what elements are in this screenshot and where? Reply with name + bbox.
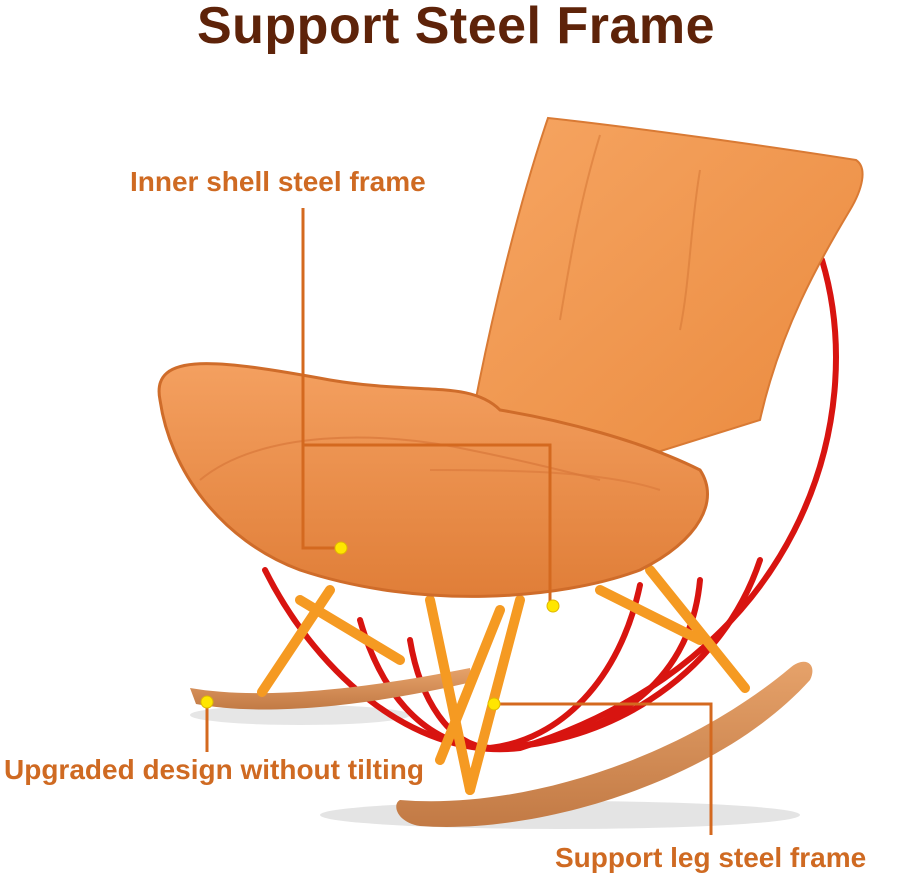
callout-line-inner-frame — [303, 443, 552, 605]
callout-lines — [205, 208, 713, 835]
chair-backrest — [468, 116, 864, 472]
callout-label-support-leg: Support leg steel frame — [555, 842, 867, 873]
callout-dot-upgraded — [200, 695, 214, 709]
chair-seat-shell — [157, 362, 709, 598]
callout-dot-support — [487, 697, 501, 711]
steel-hoops-frame — [262, 257, 839, 753]
page-title: Support Steel Frame — [196, 0, 716, 55]
wooden-rockers — [190, 661, 813, 827]
callout-line-inner — [301, 208, 340, 550]
callout-label-upgraded-design: Upgraded design without tilting — [4, 754, 424, 785]
callout-label-inner-shell: Inner shell steel frame — [130, 166, 426, 197]
callout-dot-inner — [334, 541, 348, 555]
callout-line-support — [494, 702, 713, 835]
callout-dots — [200, 541, 560, 711]
callout-dot-inner-frame — [546, 599, 560, 613]
steel-legs-frame — [257, 565, 750, 795]
